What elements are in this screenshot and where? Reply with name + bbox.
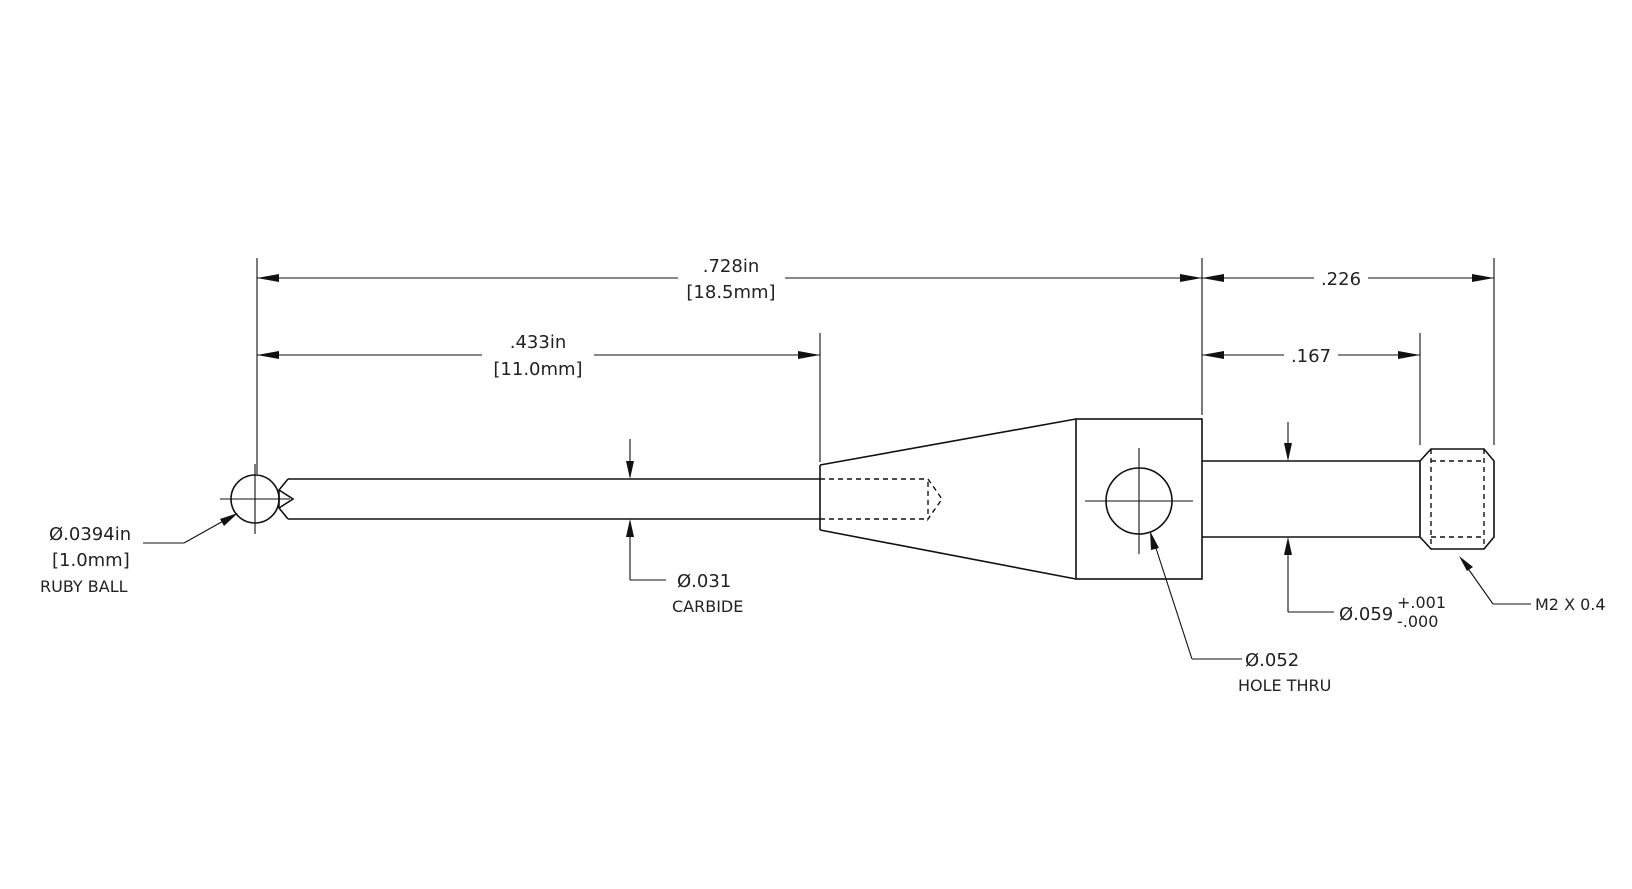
stem-in-label: .433in — [510, 332, 567, 353]
shank — [1202, 460, 1420, 538]
cone-section — [819, 418, 1077, 580]
hole-dia-label: Ø.052 — [1245, 650, 1299, 671]
leader-hole — [1150, 531, 1242, 660]
dim-226 — [1202, 274, 1494, 282]
thread-total-label: .226 — [1321, 269, 1361, 290]
stem-dia-label: Ø.031 — [677, 571, 731, 592]
overall-mm-label: [18.5mm] — [686, 282, 775, 303]
tolerance-plus-label: +.001 — [1397, 593, 1446, 612]
extension-lines — [256, 258, 1495, 474]
body-block — [1075, 418, 1203, 580]
dim-overall — [257, 274, 1202, 282]
stem-mm-label: [11.0mm] — [493, 359, 582, 380]
thread-end — [1419, 448, 1495, 550]
hole-note-label: HOLE THRU — [1238, 676, 1331, 695]
carbide-stem — [278, 478, 820, 520]
stylus-part — [220, 418, 1495, 580]
dim-shank-diameter — [1284, 422, 1334, 613]
ball-dia-label: Ø.0394in — [49, 524, 131, 545]
shank-length-label: .167 — [1291, 346, 1331, 367]
leader-thread — [1459, 556, 1531, 605]
thread-spec-label: M2 X 0.4 — [1535, 595, 1606, 614]
dim-167 — [1202, 351, 1420, 359]
overall-in-label: .728in — [703, 256, 760, 277]
ball-material-label: RUBY BALL — [40, 577, 128, 596]
leader-ball — [143, 513, 238, 544]
thru-hole — [1085, 448, 1193, 554]
dim-stem — [257, 351, 820, 359]
shank-dia-label: Ø.059 — [1339, 604, 1393, 625]
dimension-labels: .728in [18.5mm] .433in [11.0mm] .226 .16… — [493, 256, 1361, 380]
callout-labels: Ø.0394in [1.0mm] RUBY BALL Ø.031 CARBIDE… — [40, 524, 1606, 695]
tolerance-minus-label: -.000 — [1397, 612, 1438, 631]
ball-dia-mm-label: [1.0mm] — [52, 550, 130, 571]
dim-stem-diameter — [626, 439, 666, 581]
stem-material-label: CARBIDE — [672, 597, 743, 616]
